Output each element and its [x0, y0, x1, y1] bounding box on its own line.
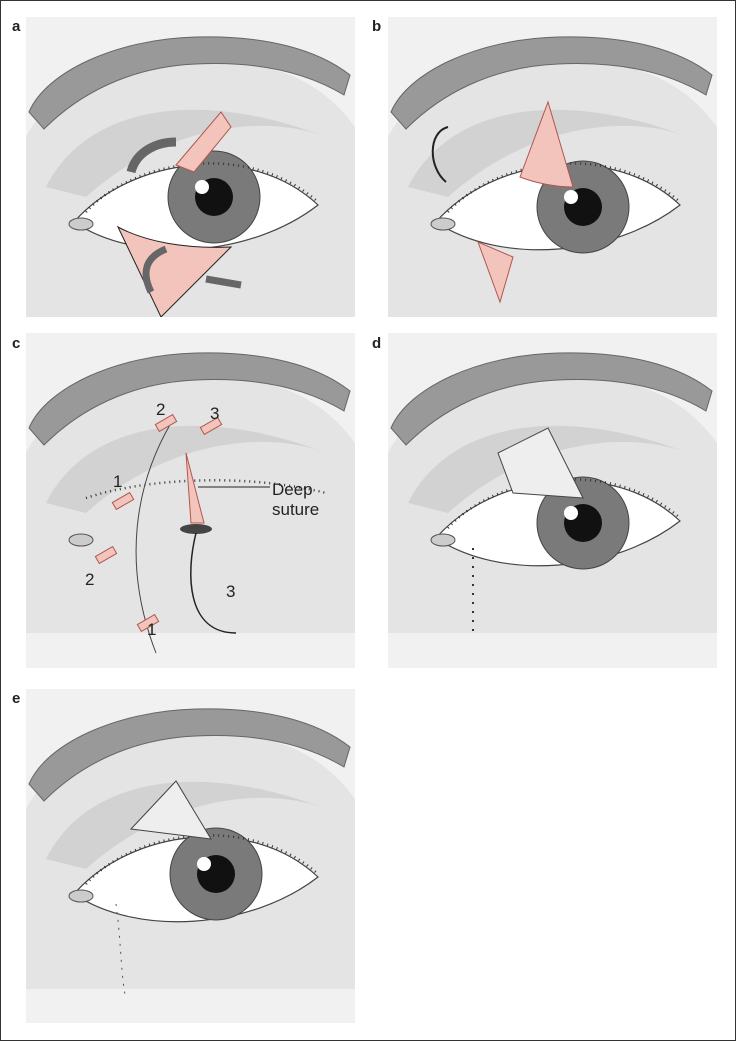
eyelashes: [85, 479, 327, 500]
flap-edge: [185, 452, 205, 524]
lid-crease-shadow: [408, 425, 688, 513]
lacrimal-caruncle: [430, 533, 456, 547]
lacrimal-caruncle: [430, 217, 456, 231]
panel-letter-a: a: [12, 18, 21, 35]
upper-eyelashes: [447, 478, 681, 529]
panel-c-illustration: 2 3 1 2 3 1 Deep suture: [26, 333, 355, 668]
highlight: [195, 180, 209, 194]
lid-crease-shadow: [46, 425, 326, 513]
highlight: [564, 190, 578, 204]
rotated-upper-flap: [519, 100, 574, 188]
lower-flap-defect: [477, 241, 514, 304]
suture-bolster: [94, 545, 118, 565]
rotation-arrow-lower: [142, 245, 168, 294]
upper-eyelashes: [85, 834, 319, 885]
deep-suture-label-line2: suture: [272, 500, 319, 519]
panel-b-illustration: [388, 17, 717, 317]
suture-label-3-top: 3: [210, 404, 219, 423]
panel-e-illustration: [26, 689, 355, 1023]
highlight: [564, 506, 578, 520]
suture-label-1-mid: 1: [113, 472, 122, 491]
panel-d-illustration: [388, 333, 717, 668]
suture-bolster: [154, 413, 178, 433]
suture-label-1-low: 1: [147, 620, 156, 639]
panel-letter-d: d: [372, 335, 382, 352]
suture-label-3-low: 3: [226, 582, 235, 601]
highlight: [197, 857, 211, 871]
upper-eyelashes: [85, 162, 319, 213]
eyebrow: [28, 352, 351, 446]
upper-flap: [175, 111, 232, 173]
panel-letter-c: c: [12, 335, 21, 352]
suture-bolster: [136, 613, 160, 633]
eyebrow: [390, 352, 713, 446]
suture-bolster: [199, 416, 223, 436]
suture-bolster: [111, 491, 135, 511]
rotation-arrow-upper: [126, 137, 177, 174]
panel-letter-b: b: [372, 18, 382, 35]
lid-crease-shadow: [46, 109, 326, 197]
transposed-flap: [497, 427, 584, 499]
suture-needle: [431, 126, 449, 183]
healed-flap: [129, 780, 212, 840]
eyebrow: [390, 36, 713, 130]
lid-crease-shadow: [408, 109, 688, 197]
advance-arrow: [205, 275, 242, 289]
suture-needle: [190, 532, 237, 634]
panel-a-illustration: [26, 17, 355, 317]
upper-eyelashes: [447, 162, 681, 213]
defect: [180, 524, 212, 534]
suture-label-2-top: 2: [156, 400, 165, 419]
deep-suture-label-line1: Deep: [272, 480, 313, 499]
lower-triangular-flap: [116, 225, 233, 317]
lacrimal-caruncle: [68, 217, 94, 231]
suture-line: [115, 903, 127, 1000]
panel-letter-e: e: [12, 690, 21, 707]
lid-crease-shadow: [46, 781, 326, 869]
lacrimal-caruncle: [68, 889, 94, 903]
suture-label-2-low: 2: [85, 570, 94, 589]
eyebrow: [28, 36, 351, 130]
lacrimal-caruncle: [68, 533, 94, 547]
eyebrow: [28, 708, 351, 802]
